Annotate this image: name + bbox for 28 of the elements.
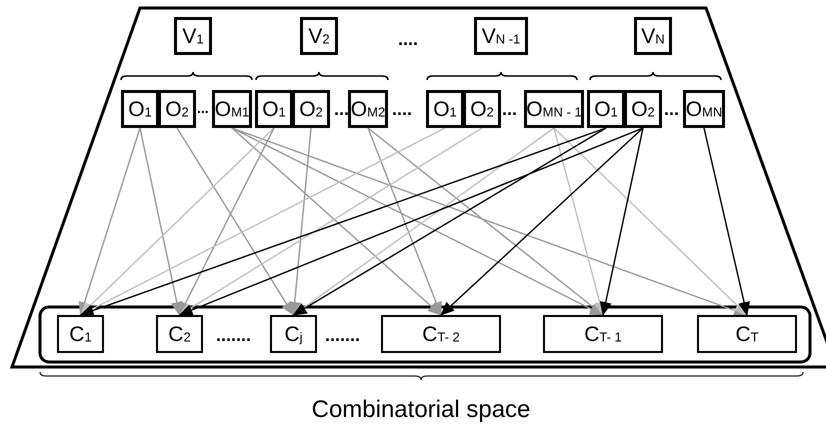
arrow: [288, 128, 312, 316]
arrow: [80, 127, 606, 316]
ellipsis-text: .......: [325, 326, 360, 344]
arrow: [292, 127, 554, 316]
arrow: [554, 128, 748, 316]
arrow: [78, 128, 141, 316]
arrow: [178, 127, 644, 316]
arrow: [703, 128, 750, 316]
caption-text: Combinatorial space: [312, 398, 530, 422]
arrow: [178, 127, 482, 316]
ellipsis-text: .......: [216, 326, 252, 344]
arrow: [232, 127, 442, 316]
arrow: [292, 127, 606, 316]
arrow: [600, 128, 644, 316]
arrow: [440, 127, 644, 316]
ellipsis-text: ....: [392, 100, 412, 118]
arrow: [80, 128, 274, 316]
arrow: [553, 128, 606, 316]
ellipsis-text: ...: [664, 100, 680, 118]
arrow: [232, 127, 748, 316]
arrow: [176, 128, 294, 316]
ellipsis-text: ....: [398, 30, 418, 48]
ellipsis-text: ...: [197, 101, 209, 115]
arrow: [367, 128, 442, 316]
arrow: [178, 128, 275, 316]
ellipsis-text: ...: [334, 100, 350, 118]
ellipsis-text: ...: [502, 100, 518, 118]
arrow: [139, 128, 183, 316]
